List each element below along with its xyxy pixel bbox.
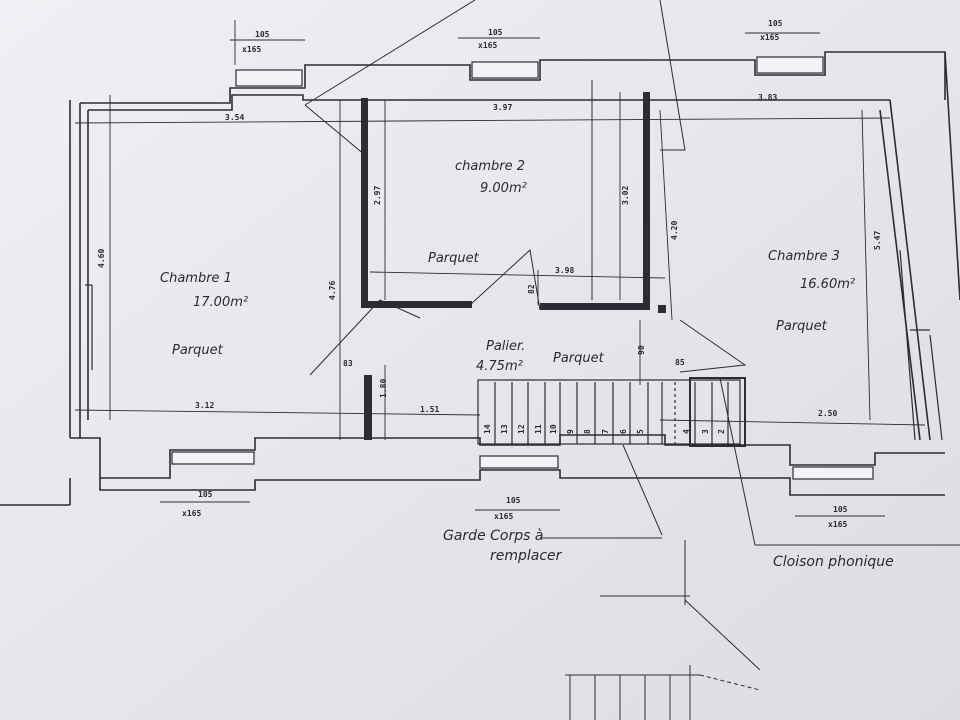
window-bottom-center bbox=[479, 455, 559, 469]
window-top-right bbox=[756, 56, 824, 74]
palier-floor: Parquet bbox=[553, 351, 605, 366]
window-bottom-right-width: 105 bbox=[833, 505, 848, 514]
chambre2-name: chambre 2 bbox=[455, 159, 525, 174]
chambre2-floor: Parquet bbox=[428, 251, 480, 266]
dim-302: 3.02 bbox=[621, 186, 630, 205]
cloison-note: Cloison phonique bbox=[773, 554, 894, 570]
dim-90: 90 bbox=[637, 345, 646, 355]
window-top-left-width: 105 bbox=[255, 30, 270, 39]
dim-460: 4.60 bbox=[97, 249, 106, 268]
step-5: 5 bbox=[636, 429, 645, 434]
dim-82: 82 bbox=[527, 284, 536, 294]
window-top-right-height: x165 bbox=[760, 33, 779, 42]
garde-corps-note-line1: Garde Corps à bbox=[443, 528, 543, 544]
exterior-walls bbox=[0, 51, 960, 506]
window-top-center-height: x165 bbox=[478, 41, 497, 50]
step-2: 2 bbox=[717, 429, 726, 434]
step-6: 6 bbox=[619, 429, 628, 434]
window-top-right-width: 105 bbox=[768, 19, 783, 28]
step-13: 13 bbox=[500, 424, 509, 434]
step-7: 7 bbox=[601, 429, 610, 434]
window-bottom-center-height: x165 bbox=[494, 512, 513, 521]
window-top-left-height: x165 bbox=[242, 45, 261, 54]
dim-354: 3.54 bbox=[225, 113, 244, 122]
dim-547: 5.47 bbox=[873, 231, 882, 250]
window-top-center-width: 105 bbox=[488, 28, 503, 37]
window-bottom-right-height: x165 bbox=[828, 520, 847, 529]
dimension-lines bbox=[74, 20, 926, 517]
interior-walls bbox=[361, 92, 666, 440]
dim-420: 4.20 bbox=[670, 221, 679, 240]
chambre2-area: 9.00m² bbox=[480, 181, 527, 196]
chambre1-floor: Parquet bbox=[172, 343, 224, 358]
step-12: 12 bbox=[517, 424, 526, 434]
dim-85: 85 bbox=[675, 358, 685, 367]
leader-lines bbox=[304, 0, 960, 720]
dim-180: 1.80 bbox=[379, 379, 388, 398]
step-11: 11 bbox=[534, 424, 543, 434]
window-top-left bbox=[235, 69, 303, 87]
step-8: 8 bbox=[583, 429, 592, 434]
dim-397: 3.97 bbox=[493, 103, 512, 112]
dim-250: 2.50 bbox=[818, 409, 837, 418]
dim-398: 3.98 bbox=[555, 266, 574, 275]
palier-area: 4.75m² bbox=[476, 359, 523, 374]
step-4: 4 bbox=[682, 429, 691, 434]
garde-corps-note-line2: remplacer bbox=[490, 548, 563, 564]
chambre3-area: 16.60m² bbox=[800, 277, 855, 292]
staircase bbox=[477, 379, 741, 445]
step-14: 14 bbox=[483, 424, 492, 434]
dim-83: 83 bbox=[343, 359, 353, 368]
dim-476: 4.76 bbox=[328, 281, 337, 300]
stair-and-partitions bbox=[85, 249, 943, 447]
window-bottom-center-width: 105 bbox=[506, 496, 521, 505]
chambre3-name: Chambre 3 bbox=[768, 249, 840, 264]
stair-step-numbers: 14 13 12 11 10 9 8 7 6 5 4 3 2 bbox=[483, 424, 726, 434]
dim-297: 2.97 bbox=[373, 186, 382, 205]
chambre1-area: 17.00m² bbox=[193, 295, 248, 310]
step-9: 9 bbox=[566, 429, 575, 434]
window-bottom-right bbox=[792, 466, 874, 480]
window-bottom-left bbox=[171, 451, 255, 465]
chambre1-name: Chambre 1 bbox=[160, 271, 232, 286]
dim-151: 1.51 bbox=[420, 405, 439, 414]
window-bottom-left-height: x165 bbox=[182, 509, 201, 518]
palier-name: Palier. bbox=[486, 339, 525, 354]
chambre3-floor: Parquet bbox=[776, 319, 828, 334]
step-3: 3 bbox=[701, 429, 710, 434]
window-bottom-left-width: 105 bbox=[198, 490, 213, 499]
dim-312: 3.12 bbox=[195, 401, 214, 410]
dim-383: 3.83 bbox=[758, 93, 777, 102]
window-top-center bbox=[471, 61, 539, 79]
step-10: 10 bbox=[549, 424, 558, 434]
window-openings bbox=[171, 56, 874, 480]
